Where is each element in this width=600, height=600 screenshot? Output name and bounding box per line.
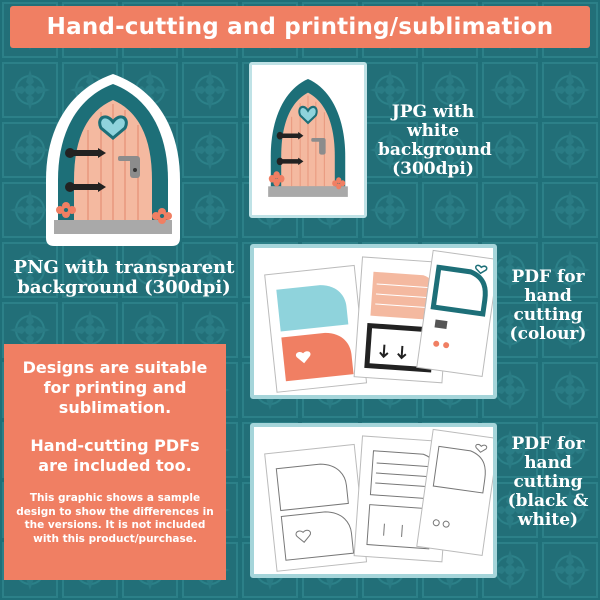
pdf-bw-sheets-icon xyxy=(264,428,493,572)
fairy-door-icon xyxy=(268,79,348,197)
pdf-colour-sheets-icon xyxy=(264,249,493,393)
jpg-caption: JPG with white background (300dpi) xyxy=(378,102,492,180)
info-box: Designs are suitable for printing and su… xyxy=(4,344,226,580)
info-disclaimer-text: This graphic shows a sample design to sh… xyxy=(16,492,214,545)
banner-title: Hand-cutting and printing/sublimation xyxy=(46,14,554,40)
pdf-bw-caption: PDF for hand cutting (black & white) xyxy=(507,434,589,531)
pdf-bw-preview-card xyxy=(250,423,497,578)
png-door-sticker xyxy=(38,70,188,250)
info-suitable-text: Designs are suitable for printing and su… xyxy=(22,358,208,417)
pdf-colour-caption: PDF for hand cutting (colour) xyxy=(509,267,587,345)
title-banner: Hand-cutting and printing/sublimation xyxy=(10,6,590,48)
jpg-preview-card xyxy=(249,62,367,218)
info-pdfs-text: Hand-cutting PDFs are included too. xyxy=(30,436,200,475)
png-caption: PNG with transparent background (300dpi) xyxy=(13,257,235,299)
fairy-door-icon xyxy=(46,74,180,246)
pdf-colour-preview-card xyxy=(250,244,497,399)
